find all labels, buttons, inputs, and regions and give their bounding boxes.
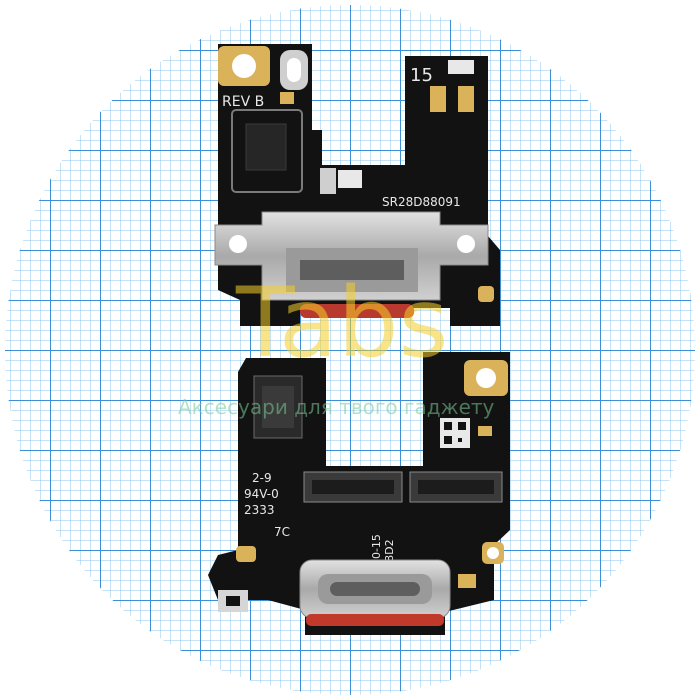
watermark: Tabs Аксесуари для твого гаджету: [178, 267, 495, 419]
lower-board: 2-9 94V-0 2333 7C 23-10-15 P6D8D2: [208, 352, 510, 635]
serial-label: SR28D88091: [382, 195, 461, 209]
board-marking: 2-9: [252, 471, 272, 485]
watermark-logo: Tabs: [235, 267, 449, 379]
qr-code: [440, 418, 470, 448]
microphone-component: [218, 590, 248, 612]
mounting-hole: [280, 50, 308, 90]
board-connector: [303, 471, 403, 503]
rev-label: REV B: [222, 94, 264, 110]
board-marking: 94V-0: [244, 487, 279, 501]
usb-c-connector: [299, 559, 451, 626]
board-number-label: 15: [410, 65, 433, 86]
upper-board: REV B 15 SR28D88091: [214, 44, 500, 326]
board-marking: 7C: [274, 525, 290, 539]
mounting-hole: [464, 360, 508, 396]
watermark-tagline: Аксесуари для твого гаджету: [178, 395, 495, 419]
board-marking: 2333: [244, 503, 275, 517]
mounting-hole: [218, 46, 270, 86]
usb-c-connector: [214, 211, 489, 318]
board-connector: [409, 471, 503, 503]
